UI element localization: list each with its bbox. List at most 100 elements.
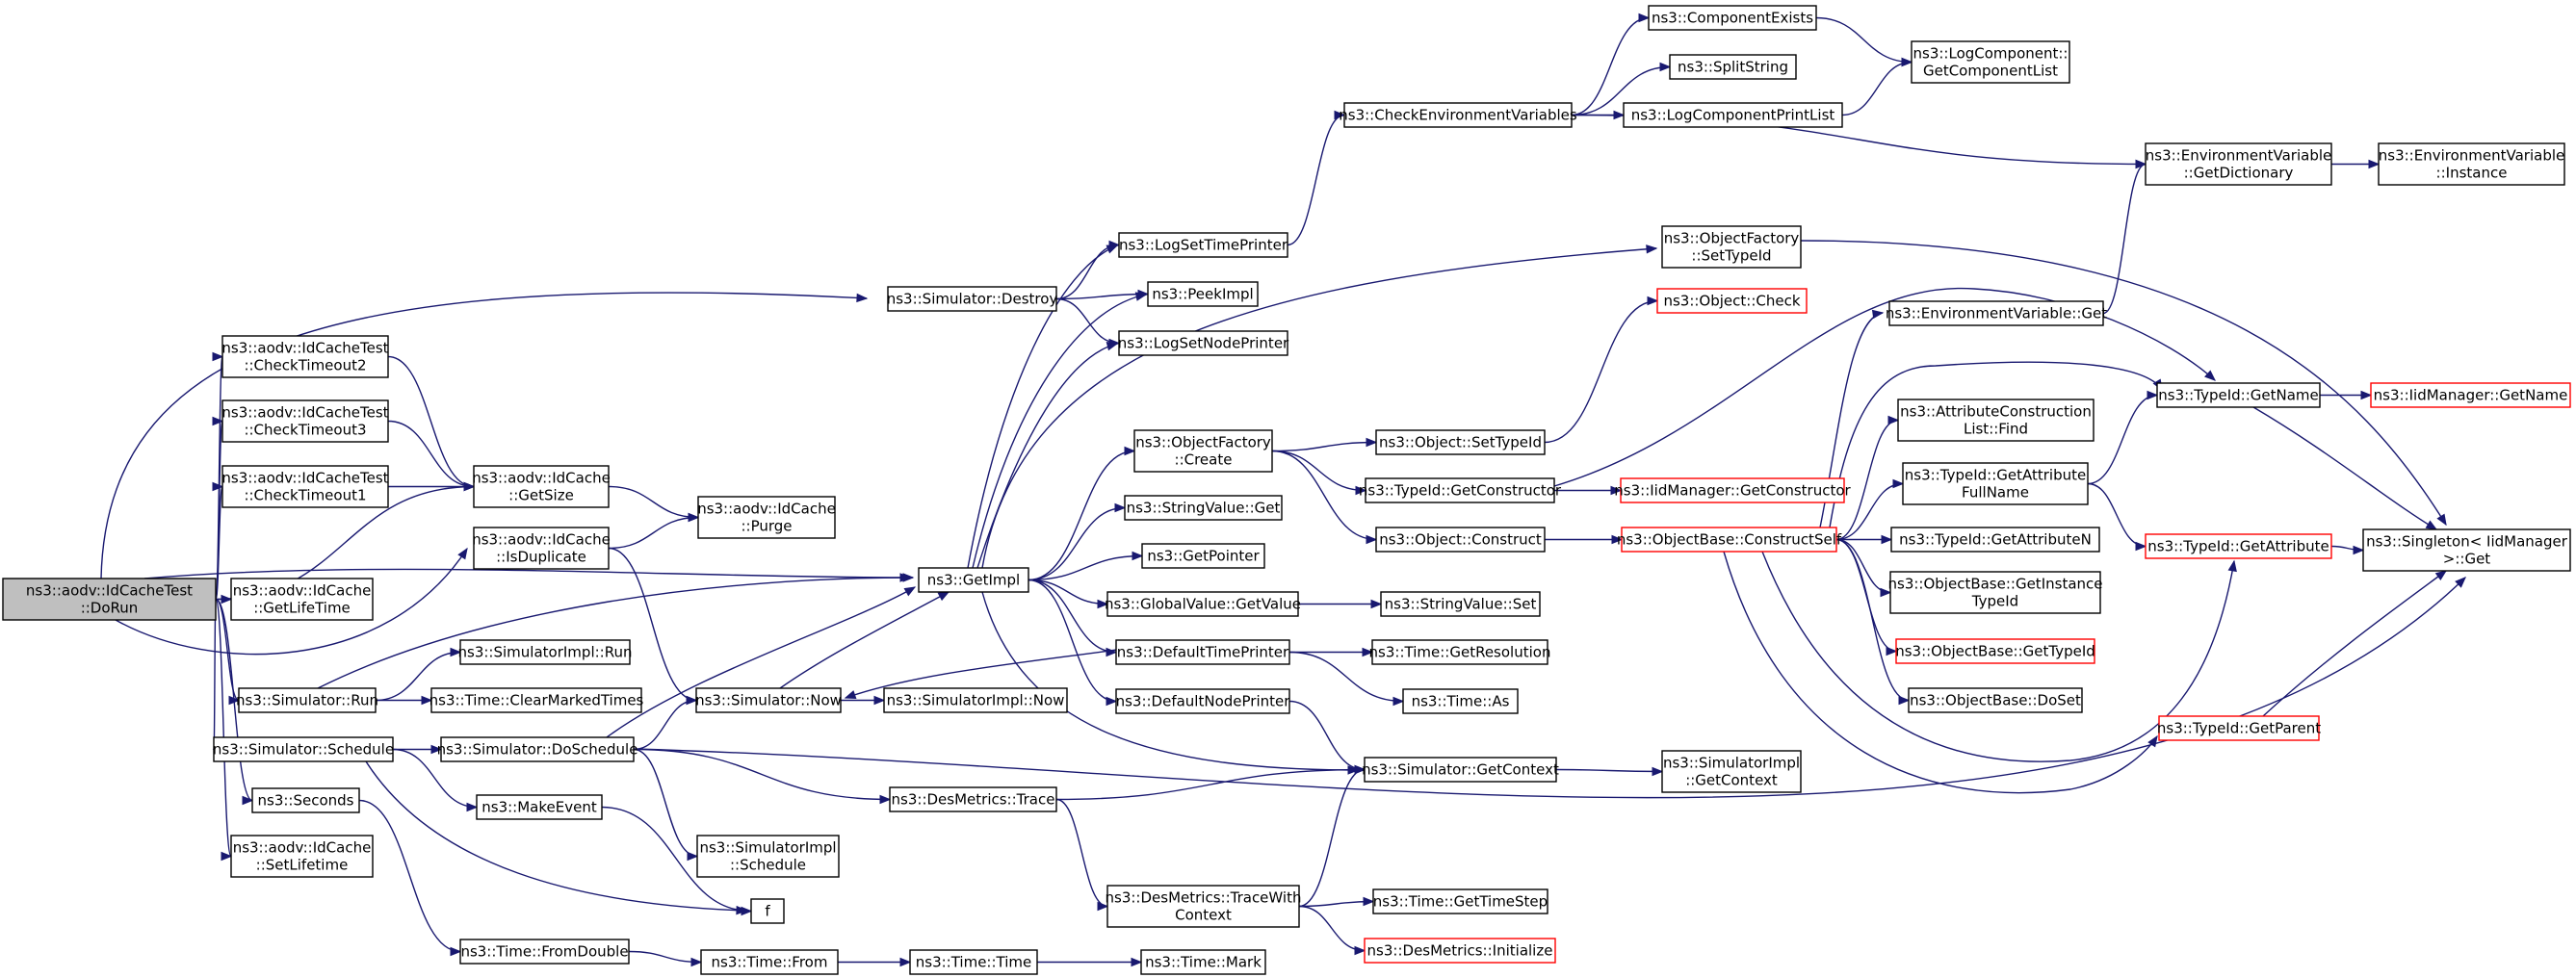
edge-componentExists-to-logCompGetList	[1815, 16, 1913, 67]
node-simImplRun[interactable]: ns3::SimulatorImpl::Run	[458, 639, 633, 665]
node-stringValueSet[interactable]: ns3::StringValue::Set	[1380, 591, 1541, 617]
edge-line	[1055, 768, 1366, 801]
node-box	[1648, 5, 1817, 31]
edge-getImpl-to-ofSetTypeId	[981, 244, 1658, 569]
node-label: ns3::StringValue::Set	[1385, 596, 1537, 613]
node-timeMark[interactable]: ns3::Time::Mark	[1140, 949, 1266, 975]
node-timeTime[interactable]: ns3::Time::Time	[909, 949, 1038, 975]
node-ofSetTypeId[interactable]: ns3::ObjectFactory::SetTypeId	[1661, 225, 1802, 269]
node-box	[1656, 288, 1808, 314]
node-desTrace[interactable]: ns3::DesMetrics::Trace	[889, 786, 1057, 812]
node-obGetTypeId[interactable]: ns3::ObjectBase::GetTypeId	[1895, 638, 2095, 664]
node-getLifeTime[interactable]: ns3::aodv::IdCache::GetLifeTime	[230, 578, 374, 621]
node-setLifetime[interactable]: ns3::aodv::IdCache::SetLifetime	[230, 835, 374, 878]
edge-arrowhead	[2353, 545, 2365, 555]
edge-line	[143, 568, 911, 579]
edge-doRun-to-ct1	[212, 481, 224, 601]
node-box	[473, 527, 610, 570]
node-simImplNow[interactable]: ns3::SimulatorImpl::Now	[883, 687, 1068, 713]
edge-line	[1055, 297, 1120, 345]
node-stringValueGet[interactable]: ns3::StringValue::Get	[1124, 495, 1283, 521]
node-envVarInstance[interactable]: ns3::EnvironmentVariable::Instance	[2378, 142, 2565, 186]
node-simGetContext[interactable]: ns3::Simulator::GetContext	[1362, 757, 1559, 783]
node-timeGetRes[interactable]: ns3::Time::GetResolution	[1369, 639, 1551, 665]
node-ct2[interactable]: ns3::aodv::IdCacheTest::CheckTimeout2	[221, 335, 389, 378]
edge-obConstructSelf-to-obDoSet	[1835, 538, 1911, 706]
node-box	[221, 399, 389, 443]
node-componentExists[interactable]: ns3::ComponentExists	[1648, 5, 1817, 31]
node-objCheck[interactable]: ns3::Object::Check	[1656, 288, 1808, 314]
node-clearMarked[interactable]: ns3::Time::ClearMarkedTimes	[429, 687, 644, 713]
node-simImplSchedule[interactable]: ns3::SimulatorImpl::Schedule	[696, 835, 840, 878]
edge-line	[1028, 579, 1117, 703]
node-envVarGetDict[interactable]: ns3::EnvironmentVariable::GetDictionary	[2145, 142, 2332, 186]
node-ct1[interactable]: ns3::aodv::IdCacheTest::CheckTimeout1	[221, 465, 389, 508]
node-envVarGet[interactable]: ns3::EnvironmentVariable::Get	[1886, 300, 2107, 326]
node-typeIdGetParent[interactable]: ns3::TypeId::GetParent	[2157, 715, 2321, 741]
edge-typeIdGetParent-to-singletonGet	[2262, 570, 2448, 717]
node-label: ::CheckTimeout3	[244, 422, 366, 439]
node-label: ns3::SimulatorImpl::Run	[458, 644, 633, 661]
node-timeAs[interactable]: ns3::Time::As	[1402, 688, 1519, 714]
node-objSetTypeId[interactable]: ns3::Object::SetTypeId	[1375, 429, 1546, 455]
node-simDestroy[interactable]: ns3::Simulator::Destroy	[887, 286, 1058, 312]
node-timeGetTimeStep[interactable]: ns3::Time::GetTimeStep	[1372, 888, 1548, 914]
node-typeIdGetAttrN[interactable]: ns3::TypeId::GetAttributeN	[1890, 527, 2100, 553]
node-typeIdGetAttr[interactable]: ns3::TypeId::GetAttribute	[2145, 533, 2332, 559]
node-simNow[interactable]: ns3::Simulator::Now	[695, 687, 842, 713]
node-ofCreate[interactable]: ns3::ObjectFactory::Create	[1133, 429, 1273, 473]
node-simImplGetContext[interactable]: ns3::SimulatorImpl::GetContext	[1661, 750, 1802, 793]
node-iidGetCtor[interactable]: ns3::IidManager::GetConstructor	[1614, 477, 1852, 503]
node-simRun[interactable]: ns3::Simulator::Run	[236, 687, 378, 713]
node-globalValueGet[interactable]: ns3::GlobalValue::GetValue	[1105, 591, 1301, 617]
node-label: ns3::TypeId::GetConstructor	[1359, 482, 1562, 500]
node-obDoSet[interactable]: ns3::ObjectBase::DoSet	[1908, 687, 2083, 713]
node-purge[interactable]: ns3::aodv::IdCache::Purge	[697, 496, 836, 539]
node-ct3[interactable]: ns3::aodv::IdCacheTest::CheckTimeout3	[221, 399, 389, 443]
node-timeFrom[interactable]: ns3::Time::From	[700, 949, 839, 975]
edge-arrowhead	[1610, 485, 1623, 496]
node-logSetTimePrinter[interactable]: ns3::LogSetTimePrinter	[1118, 232, 1288, 258]
edge-arrowhead	[690, 957, 703, 967]
edge-typeIdGetAttrFullName-to-typeIdGetAttr	[2087, 482, 2147, 552]
node-f[interactable]: f	[750, 898, 785, 924]
node-logCompPrintList[interactable]: ns3::LogComponentPrintList	[1623, 102, 1843, 128]
node-box	[238, 687, 377, 713]
node-desInit[interactable]: ns3::DesMetrics::Initialize	[1364, 938, 1556, 964]
node-box	[230, 835, 374, 878]
node-box	[1118, 232, 1288, 258]
node-fromDouble[interactable]: ns3::Time::FromDouble	[459, 939, 630, 965]
node-box	[1402, 688, 1519, 714]
node-label: ns3::ObjectBase::ConstructSelf	[1617, 531, 1842, 549]
node-makeEvent[interactable]: ns3::MakeEvent	[476, 794, 603, 820]
edge-getImpl-to-globalValueGet	[1028, 579, 1109, 609]
node-objConstruct[interactable]: ns3::Object::Construct	[1375, 527, 1546, 553]
node-typeIdGetName[interactable]: ns3::TypeId::GetName	[2156, 382, 2321, 408]
node-getSize[interactable]: ns3::aodv::IdCache::GetSize	[472, 465, 611, 508]
node-doSchedule[interactable]: ns3::Simulator::DoSchedule	[437, 736, 638, 762]
node-defNodePrinter[interactable]: ns3::DefaultNodePrinter	[1115, 688, 1291, 714]
edge-line	[779, 591, 950, 689]
node-logSetNodePrinter[interactable]: ns3::LogSetNodePrinter	[1118, 330, 1289, 356]
node-doRun[interactable]: ns3::aodv::IdCacheTest::DoRun	[2, 578, 217, 621]
node-seconds[interactable]: ns3::Seconds	[251, 787, 360, 813]
node-splitString[interactable]: ns3::SplitString	[1669, 54, 1797, 80]
node-defTimePrinter[interactable]: ns3::DefaultTimePrinter	[1115, 639, 1290, 665]
node-box	[221, 465, 389, 508]
node-getPointer[interactable]: ns3::GetPointer	[1141, 543, 1265, 569]
node-checkEnv[interactable]: ns3::CheckEnvironmentVariables	[1339, 102, 1577, 128]
node-getImpl[interactable]: ns3::GetImpl	[918, 567, 1029, 593]
node-typeIdGetCtor[interactable]: ns3::TypeId::GetConstructor	[1359, 477, 1562, 503]
node-simSchedule[interactable]: ns3::Simulator::Schedule	[213, 736, 394, 762]
edge-arrowhead	[903, 586, 917, 597]
node-singletonGet[interactable]: ns3::Singleton< IidManager >::Get	[2362, 528, 2571, 572]
node-isDuplicate[interactable]: ns3::aodv::IdCache::IsDuplicate	[472, 527, 611, 570]
node-logCompGetList[interactable]: ns3::LogComponent::GetComponentList	[1911, 40, 2070, 84]
node-peekImpl[interactable]: ns3::PeekImpl	[1147, 281, 1259, 307]
node-obConstructSelf[interactable]: ns3::ObjectBase::ConstructSelf	[1617, 527, 1842, 553]
node-iidGetName[interactable]: ns3::IidManager::GetName	[2370, 382, 2571, 408]
